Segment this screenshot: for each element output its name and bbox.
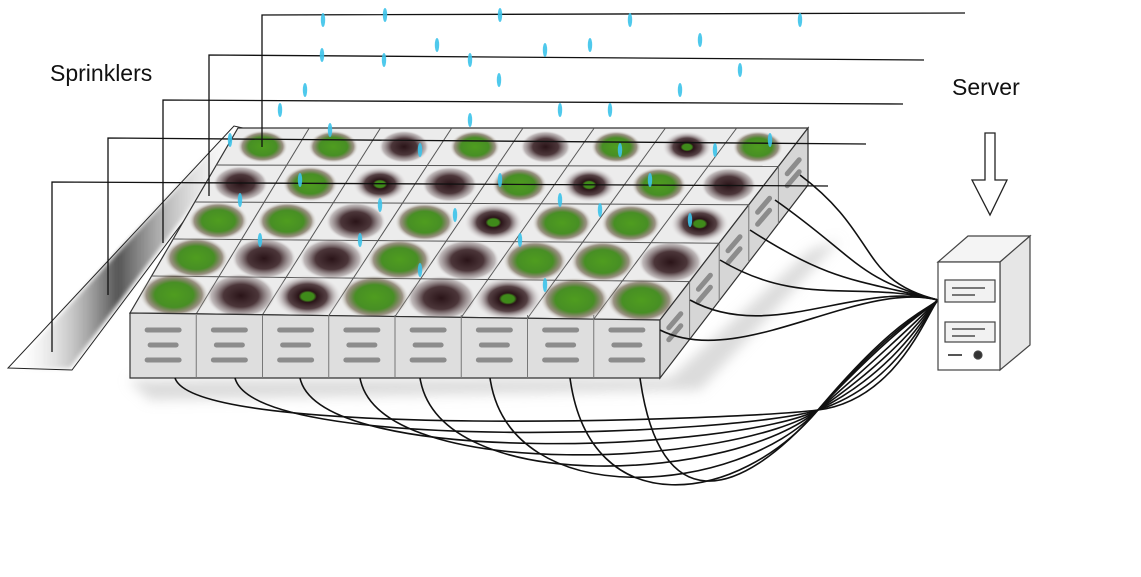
- water-drop: [648, 173, 652, 187]
- plant-cell: [188, 201, 249, 240]
- soil-cell: [473, 276, 543, 321]
- water-drop: [498, 8, 502, 22]
- water-drop: [558, 193, 562, 207]
- server-tower-icon: [938, 236, 1030, 370]
- plant-cell: [591, 130, 642, 163]
- water-drop: [598, 203, 602, 217]
- water-drop: [328, 123, 332, 137]
- water-drop: [543, 278, 547, 292]
- water-drop: [321, 13, 325, 27]
- plant-cell: [601, 204, 662, 243]
- sprinkler-line: [262, 13, 965, 147]
- soil-cell: [326, 202, 387, 241]
- plant-cell: [367, 239, 432, 281]
- water-drop: [468, 53, 472, 67]
- soil-cell: [299, 238, 364, 280]
- water-drop: [713, 143, 717, 157]
- water-drop: [628, 13, 632, 27]
- plant-cell: [540, 277, 610, 322]
- water-drop: [418, 143, 422, 157]
- soil-cell: [463, 203, 524, 242]
- water-drop: [298, 173, 302, 187]
- water-drop: [588, 38, 592, 52]
- water-drop: [303, 83, 307, 97]
- water-drop: [418, 263, 422, 277]
- water-drop: [498, 173, 502, 187]
- water-drop: [383, 8, 387, 22]
- plant-cell: [532, 203, 593, 242]
- water-drop: [518, 233, 522, 247]
- plant-cell: [394, 202, 455, 241]
- plant-cell: [732, 131, 783, 164]
- server-label: Server: [952, 74, 1020, 101]
- soil-cell: [406, 275, 476, 320]
- water-drop: [738, 63, 742, 77]
- water-drop: [608, 103, 612, 117]
- water-drop: [698, 33, 702, 47]
- cable: [800, 175, 938, 300]
- water-drop: [238, 193, 242, 207]
- water-drop: [798, 13, 802, 27]
- water-drop: [543, 43, 547, 57]
- soil-cell: [273, 274, 343, 319]
- water-drop: [497, 73, 501, 87]
- cable: [720, 260, 938, 300]
- arrow-down-icon: [972, 133, 1007, 215]
- water-drop: [320, 48, 324, 62]
- plant-cell: [308, 130, 359, 163]
- water-drop: [688, 213, 692, 227]
- water-drop: [258, 233, 262, 247]
- soil-cell: [662, 131, 713, 164]
- soil-cell: [435, 239, 500, 281]
- cable: [775, 200, 938, 300]
- water-drop: [453, 208, 457, 222]
- plant-cell: [339, 275, 409, 320]
- water-drop: [358, 233, 362, 247]
- soil-cell: [206, 273, 276, 318]
- water-drop: [278, 103, 282, 117]
- water-drop: [678, 83, 682, 97]
- water-drop: [768, 133, 772, 147]
- water-drop: [382, 53, 386, 67]
- water-drop: [378, 198, 382, 212]
- water-drop: [468, 113, 472, 127]
- water-drop: [618, 143, 622, 157]
- water-drop: [558, 103, 562, 117]
- soil-cell: [669, 204, 730, 243]
- plant-cell: [257, 202, 318, 241]
- plant-cell: [449, 130, 500, 163]
- plant-cell: [502, 240, 567, 282]
- soil-cell: [520, 130, 571, 163]
- plant-cell: [570, 240, 635, 282]
- water-drop: [435, 38, 439, 52]
- sprinklers-label: Sprinklers: [50, 60, 152, 87]
- plant-cell: [139, 272, 209, 317]
- water-drop: [228, 133, 232, 147]
- cable: [690, 296, 938, 316]
